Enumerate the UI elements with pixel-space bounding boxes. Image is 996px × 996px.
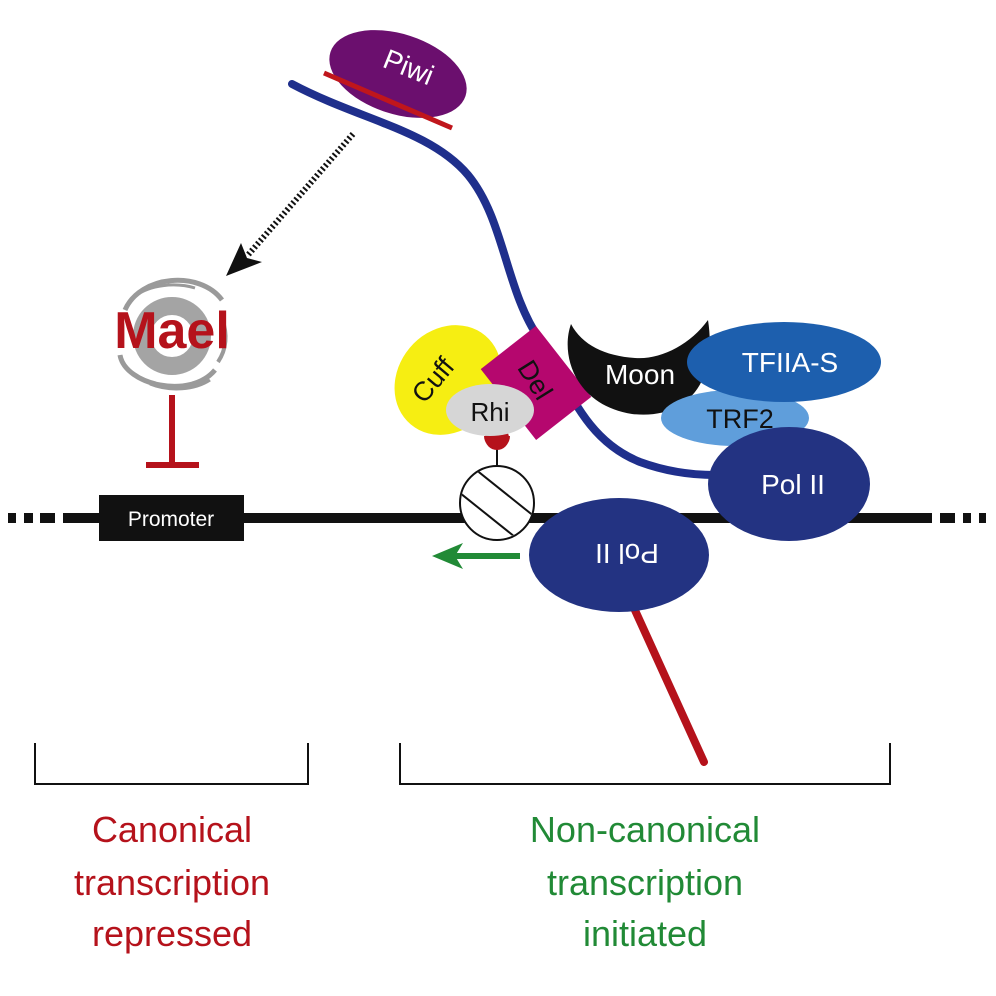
nascent-transcript	[288, 80, 719, 479]
repression-bar-icon	[146, 395, 199, 468]
right-caption: Non-canonical transcription initiated	[530, 809, 760, 954]
moon-protein: Moon	[567, 320, 710, 415]
piwi-protein: Piwi	[323, 30, 467, 131]
pol2-antisense: Pol II	[529, 498, 709, 612]
right-bracket	[399, 743, 891, 785]
left-bracket	[34, 743, 309, 785]
left-caption-line: Canonical	[92, 809, 252, 850]
pol2-sense-label: Pol II	[761, 469, 825, 500]
moon-label: Moon	[605, 359, 675, 390]
left-caption-line: repressed	[92, 913, 252, 954]
antisense-rna	[630, 604, 708, 766]
rhi-label: Rhi	[470, 397, 509, 427]
mael-label: Mael	[114, 302, 230, 360]
arrow-left-icon	[432, 543, 463, 569]
tfiia-s-protein: TFIIA-S	[687, 322, 881, 402]
right-caption-line: transcription	[547, 862, 743, 903]
nucleosome-circle	[459, 465, 535, 541]
nucleosome	[459, 426, 535, 541]
right-caption-line: initiated	[583, 913, 707, 954]
piwi-ellipse	[329, 30, 467, 118]
pol2-sense: Pol II	[708, 427, 870, 541]
pirna-strand	[323, 70, 453, 131]
rhi-ellipse	[446, 384, 534, 436]
del-rect	[480, 325, 592, 441]
rhi-protein: Rhi	[446, 384, 534, 436]
left-caption-line: transcription	[74, 862, 270, 903]
mael-protein: Mael	[114, 277, 230, 391]
tfiia-s-label: TFIIA-S	[742, 347, 838, 378]
del-protein: Del	[480, 325, 592, 441]
arrow-head-icon	[226, 243, 262, 276]
pol2-antisense-label: Pol II	[595, 538, 659, 569]
promoter-label: Promoter	[128, 508, 214, 531]
antisense-direction-arrow	[432, 543, 520, 569]
tfiia-s-ellipse	[687, 322, 881, 402]
pol2-sense-ellipse	[708, 427, 870, 541]
promoter-box: Promoter	[99, 495, 244, 541]
moon-crescent	[567, 320, 710, 415]
trf2-label: TRF2	[706, 404, 774, 434]
swirl-icon	[117, 277, 228, 391]
pol2-antisense-ellipse	[529, 498, 709, 612]
promoter-rect	[99, 495, 244, 541]
left-caption: Canonical transcription repressed	[74, 809, 270, 954]
right-caption-line: Non-canonical	[530, 809, 760, 850]
piwi-to-mael-arrow	[226, 132, 356, 276]
dotted-arrow-shaft	[245, 132, 356, 257]
